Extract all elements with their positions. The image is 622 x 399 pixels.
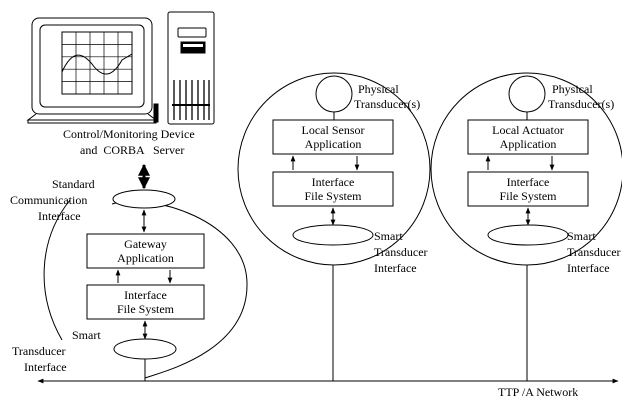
actuator-sti-line1: Smart <box>567 229 596 243</box>
actuator-interface-file-system-box <box>467 171 589 207</box>
gateway-app-line2: Application <box>117 251 174 265</box>
gateway-interface-file-system-box <box>86 284 205 320</box>
gateway-ifs-line1: Interface <box>124 288 167 302</box>
actuator-phys-line1: Physical <box>552 82 593 96</box>
sensor-app-line1: Local Sensor <box>302 123 365 137</box>
actuator-ifs-line2: File System <box>499 189 557 203</box>
actuator-phys-line2: Transducer(s) <box>548 97 614 111</box>
sensor-phys-line2: Transducer(s) <box>354 97 420 111</box>
sensor-ifs-line1: Interface <box>312 175 355 189</box>
gateway-smart-transducer-interface-ellipse <box>113 338 177 360</box>
actuator-physical-transducer-icon <box>508 75 546 113</box>
sensor-interface-file-system-box <box>272 171 394 207</box>
sensor-ifs-line2: File System <box>304 189 362 203</box>
actuator-node: Local Actuator Application Interface Fil… <box>430 72 622 381</box>
sensor-node-boundary <box>237 72 431 266</box>
gateway-sti-line3: Interface <box>24 360 67 374</box>
network-label: TTP /A Network <box>498 385 578 399</box>
gateway-sti-line1: Smart <box>72 328 101 342</box>
monitor-icon <box>26 17 159 124</box>
gateway-ifs-line2: File System <box>117 302 175 316</box>
actuator-sti-line2: Transducer <box>567 245 621 259</box>
device-caption-line1: Control/Monitoring Device <box>63 127 195 141</box>
std-comm-line3: Interface <box>38 209 81 223</box>
actuator-ifs-line1: Interface <box>507 175 550 189</box>
control-monitoring-device-icon <box>26 11 215 125</box>
gateway-node: Gateway Application Interface File Syste… <box>10 177 248 381</box>
gateway-application-box <box>86 233 205 269</box>
standard-comm-interface-ellipse <box>112 189 176 209</box>
server-tower-icon <box>167 11 215 125</box>
sensor-sti-line1: Smart <box>374 229 403 243</box>
sensor-smart-transducer-interface-ellipse <box>292 224 374 246</box>
sensor-app-line2: Application <box>305 137 362 151</box>
local-sensor-application-box <box>272 119 394 155</box>
gateway-sti-line2: Transducer <box>12 344 66 358</box>
std-comm-line1: Standard <box>52 177 95 191</box>
sensor-sti-line3: Interface <box>374 261 417 275</box>
gateway-app-line1: Gateway <box>124 237 167 251</box>
actuator-app-line1: Local Actuator <box>492 123 564 137</box>
sensor-physical-transducer-icon <box>315 75 353 113</box>
actuator-app-line2: Application <box>500 137 557 151</box>
sensor-node: Local Sensor Application Interface File … <box>237 72 431 381</box>
sensor-phys-line1: Physical <box>358 82 399 96</box>
sensor-sti-line2: Transducer <box>374 245 428 259</box>
local-actuator-application-box <box>467 119 589 155</box>
actuator-smart-transducer-interface-ellipse <box>487 224 569 246</box>
std-comm-line2: Communication <box>10 193 87 207</box>
actuator-sti-line3: Interface <box>567 261 610 275</box>
gateway-node-boundary-left <box>43 199 71 341</box>
device-caption-line2: and CORBA Server <box>80 143 184 157</box>
